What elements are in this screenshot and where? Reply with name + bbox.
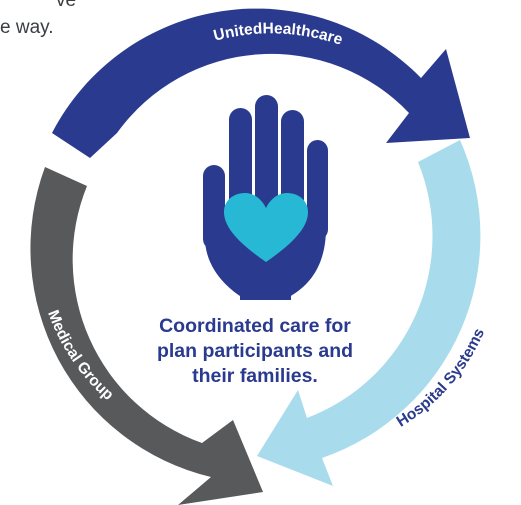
center-caption-line-3: their families. — [192, 365, 318, 387]
hand-shape — [203, 95, 328, 300]
intro-text: ve e way. — [0, 0, 521, 50]
medical-group-arrow — [30, 167, 264, 505]
center-caption: Coordinated care for plan participants a… — [135, 314, 375, 389]
hospital-systems-arrow — [257, 140, 481, 486]
center-caption-line-2: plan participants and — [156, 340, 354, 362]
heart-icon — [224, 193, 308, 262]
center-caption-line-1: Coordinated care for — [159, 315, 351, 337]
intro-line-2: e way. — [0, 17, 54, 38]
intro-line-1: ve — [56, 0, 77, 11]
unitedhealthcare-arrow — [52, 8, 470, 159]
hand-heart-icon — [203, 95, 328, 300]
